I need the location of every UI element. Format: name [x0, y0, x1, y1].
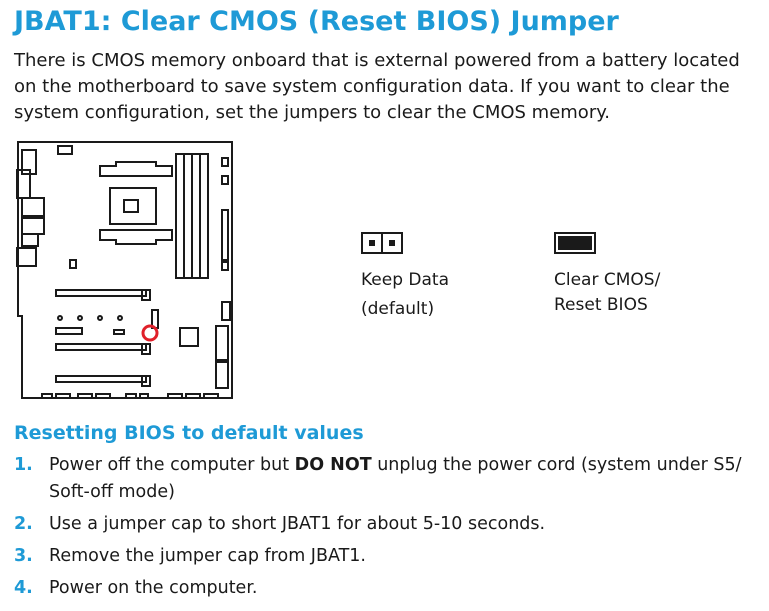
io-port	[21, 217, 45, 235]
dimm-slot	[191, 153, 201, 279]
clear-cmos-label: Clear CMOS/	[554, 270, 661, 290]
list-item: 3. Remove the jumper cap from JBAT1.	[14, 543, 759, 570]
keep-data-jumper: Keep Data (default)	[361, 232, 449, 322]
list-item: 2. Use a jumper cap to short JBAT1 for a…	[14, 511, 759, 538]
intro-paragraph: There is CMOS memory onboard that is ext…	[14, 50, 740, 123]
pcie-slot	[55, 289, 147, 297]
clear-cmos-jumper: Clear CMOS/ Reset BIOS	[554, 232, 660, 318]
io-port	[21, 197, 45, 217]
dimm-slot	[183, 153, 193, 279]
io-port	[16, 247, 37, 267]
step-text: Remove the jumper cap from JBAT1.	[49, 546, 366, 566]
keep-data-default-label: (default)	[361, 299, 435, 319]
cpu-bracket	[99, 161, 173, 177]
chipset	[179, 327, 199, 347]
step-text: unplug the power cord (system under S5/ …	[49, 455, 742, 502]
cpu-socket	[109, 187, 157, 225]
power-connector	[221, 209, 229, 261]
pcie-slot	[55, 375, 147, 383]
io-port	[57, 145, 73, 155]
step-number: 3.	[14, 546, 33, 566]
page-title: JBAT1: Clear CMOS (Reset BIOS) Jumper	[14, 6, 619, 37]
motherboard-diagram	[16, 141, 233, 399]
shorted-jumper-icon	[554, 232, 596, 254]
keep-data-label: Keep Data	[361, 270, 450, 290]
io-port	[21, 233, 39, 247]
step-number: 4.	[14, 578, 33, 598]
list-item: 1. Power off the computer but DO NOT unp…	[14, 452, 759, 506]
cpu-bracket	[99, 229, 173, 245]
jbat1-highlight	[141, 324, 159, 342]
step-emphasis: DO NOT	[294, 455, 372, 475]
dimm-slot	[199, 153, 209, 279]
step-number: 1.	[14, 455, 33, 475]
step-text: Use a jumper cap to short JBAT1 for abou…	[49, 514, 546, 534]
pcie-slot	[55, 343, 147, 351]
list-item: 4. Power on the computer.	[14, 575, 759, 602]
dimm-slot	[175, 153, 185, 279]
step-number: 2.	[14, 514, 33, 534]
step-text: Power off the computer but	[49, 455, 295, 475]
step-text: Power on the computer.	[49, 578, 258, 598]
steps-list: 1. Power off the computer but DO NOT unp…	[14, 452, 759, 607]
open-jumper-icon	[361, 232, 403, 254]
section-title: Resetting BIOS to default values	[14, 422, 364, 444]
reset-bios-label: Reset BIOS	[554, 295, 648, 315]
